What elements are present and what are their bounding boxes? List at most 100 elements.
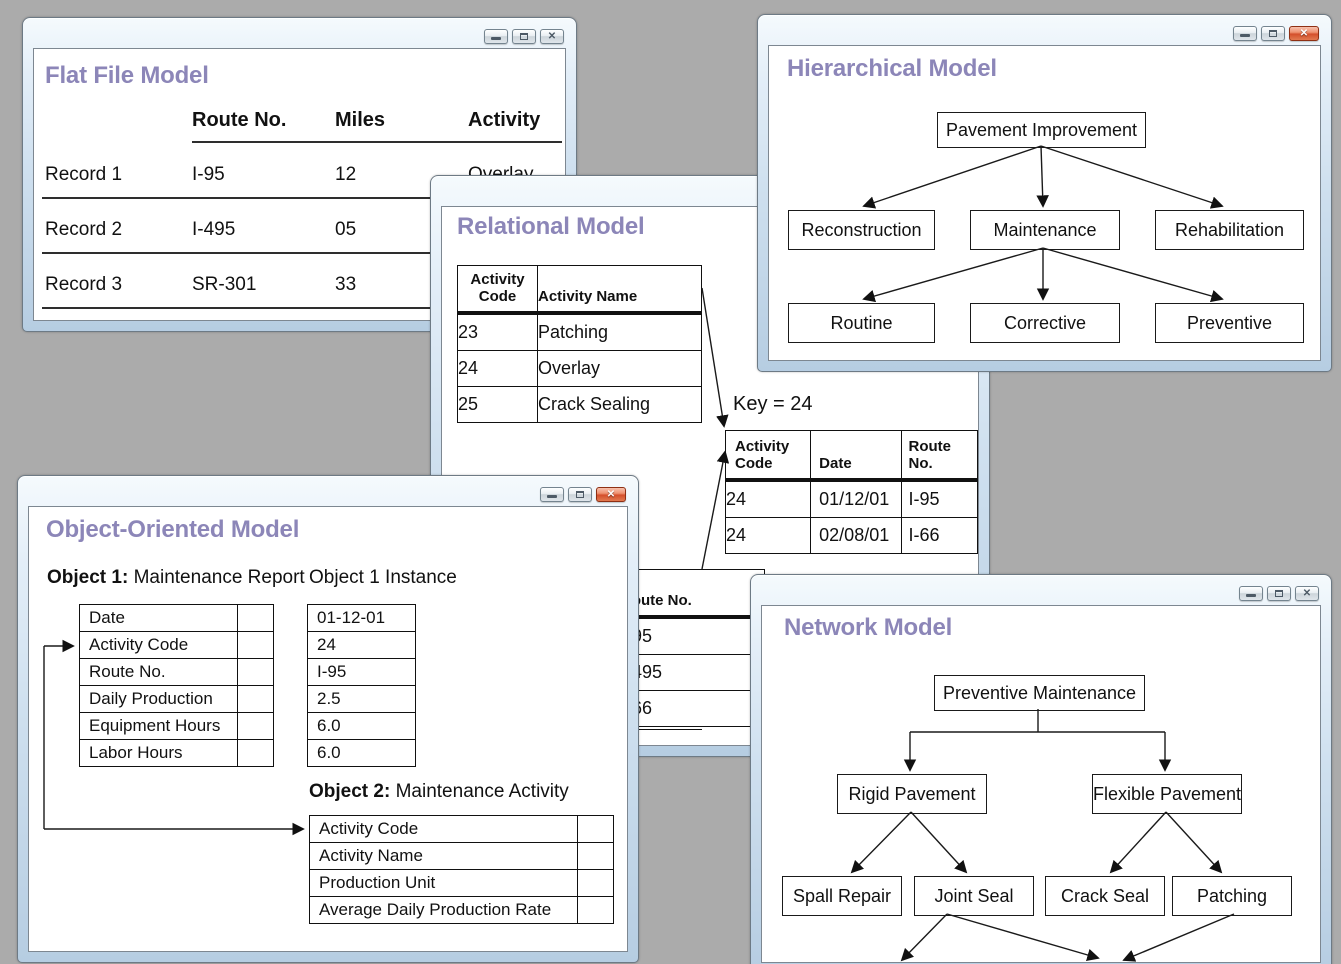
route-cell: SR-301 (192, 274, 257, 295)
instance-cell: 24 (307, 631, 416, 659)
network-window: ✕ Network Model Preventive Maintenance R… (750, 574, 1332, 964)
object2-table: Activity Code Activity Name Production U… (309, 815, 614, 924)
diagram-node: Crack Seal (1045, 876, 1165, 916)
object2-heading-name: Maintenance Activity (395, 781, 569, 802)
diagram-node: Patching (1172, 876, 1292, 916)
table-row: Activity Code (79, 631, 274, 659)
value-cell (237, 739, 274, 767)
page-title: Hierarchical Model (787, 55, 997, 82)
activity-table: Activity Code Activity Name 23 Patching … (457, 265, 702, 423)
object1-heading-name: Maintenance Report (133, 567, 305, 588)
close-icon: ✕ (606, 489, 616, 500)
object-oriented-content: Object-Oriented Model Object 1: Maintena… (28, 506, 628, 952)
maximize-button[interactable] (1261, 26, 1285, 41)
close-icon: ✕ (1299, 28, 1309, 39)
minimize-button[interactable] (1233, 26, 1257, 41)
diagram-node-root: Pavement Improvement (937, 112, 1146, 148)
column-header-miles: Miles (335, 109, 386, 131)
window-controls: ✕ (1239, 586, 1319, 601)
instance-cell: I-95 (307, 658, 416, 686)
table-row: Route No. (79, 658, 274, 686)
miles-cell: 12 (335, 164, 357, 185)
close-button[interactable]: ✕ (1295, 586, 1319, 601)
maximize-icon (1269, 30, 1277, 37)
table-row: Average Daily Production Rate (309, 896, 614, 924)
close-button[interactable]: ✕ (596, 487, 626, 502)
row-rule (42, 197, 564, 199)
column-header-route: Route No. (192, 109, 287, 131)
object-oriented-titlebar[interactable]: ✕ (18, 476, 638, 506)
field-cell: Activity Code (79, 631, 238, 659)
field-cell: Production Unit (309, 869, 578, 897)
object1-instance-table: 01-12-01 24 I-95 2.5 6.0 6.0 (307, 604, 416, 767)
minimize-button[interactable] (540, 487, 564, 502)
maximize-button[interactable] (512, 29, 536, 44)
diagram-node: Maintenance (970, 210, 1120, 250)
object1-heading-bold: Object 1: (47, 567, 129, 588)
value-cell (577, 815, 614, 843)
route-cell: I-95 (192, 164, 225, 185)
table-row: 23 Patching (457, 312, 702, 351)
window-controls: ✕ (540, 487, 626, 502)
flat-file-titlebar[interactable]: ✕ (23, 18, 576, 48)
minimize-button[interactable] (484, 29, 508, 44)
instance-cell: 6.0 (307, 739, 416, 767)
hierarchical-content: Hierarchical Model Pavement Improvement … (768, 45, 1321, 361)
header-rule (192, 141, 562, 143)
hierarchical-titlebar[interactable]: ✕ (758, 15, 1331, 45)
window-controls: ✕ (1233, 26, 1319, 41)
value-cell (577, 869, 614, 897)
col-header: Activity Name (537, 265, 702, 315)
object-oriented-window: ✕ Object-Oriented Model Object 1: Mainte… (17, 475, 639, 963)
diagram-node: Spall Repair (782, 876, 902, 916)
close-button[interactable]: ✕ (540, 29, 564, 44)
row-rule (42, 307, 564, 309)
close-button[interactable]: ✕ (1289, 26, 1319, 41)
table-row: 25 Crack Sealing (457, 386, 702, 423)
table-row: 24 Overlay (457, 350, 702, 387)
name-cell: Crack Sealing (537, 386, 702, 423)
maximize-icon (576, 491, 584, 498)
value-cell (237, 712, 274, 740)
diagram-node-root: Preventive Maintenance (934, 675, 1145, 711)
record-table: Activity Code Date Route No. 24 01/12/01… (724, 430, 978, 554)
field-cell: Daily Production (79, 685, 238, 713)
diagram-node: Routine (788, 303, 935, 343)
miles-cell: 33 (335, 274, 357, 295)
table-row: 01-12-01 (307, 604, 416, 632)
maximize-button[interactable] (1267, 586, 1291, 601)
miles-cell: 05 (335, 219, 357, 240)
network-content: Network Model Preventive Maintenance Rig… (761, 605, 1321, 963)
maximize-button[interactable] (568, 487, 592, 502)
col-header: Date (810, 430, 903, 482)
close-icon: ✕ (547, 31, 557, 42)
instance-cell: 01-12-01 (307, 604, 416, 632)
code-cell: 24 (457, 350, 538, 387)
page-title: Object-Oriented Model (46, 516, 300, 543)
close-icon: ✕ (1302, 588, 1312, 599)
field-cell: Route No. (79, 658, 238, 686)
diagram-node: Preventive (1155, 303, 1304, 343)
diagram-node: Flexible Pavement (1092, 774, 1242, 814)
hierarchical-window: ✕ Hierarchical Model Pavement Improvemen… (757, 14, 1332, 372)
value-cell (237, 631, 274, 659)
minimize-button[interactable] (1239, 586, 1263, 601)
table-row: Labor Hours (79, 739, 274, 767)
minimize-icon (1240, 34, 1250, 37)
code-cell: 25 (457, 386, 538, 423)
page-title: Relational Model (457, 213, 645, 240)
table-row: 6.0 (307, 739, 416, 767)
date-cell: 01/12/01 (810, 479, 903, 518)
table-row: 24 (307, 631, 416, 659)
window-controls: ✕ (484, 29, 564, 44)
instance-cell: 2.5 (307, 685, 416, 713)
col-header: Activity Code (724, 430, 812, 482)
name-cell: Patching (537, 312, 702, 351)
col-header: Activity Code (457, 265, 538, 315)
network-titlebar[interactable]: ✕ (751, 575, 1331, 605)
value-cell (577, 896, 614, 924)
key-label: Key = 24 (733, 393, 813, 415)
row-rule (42, 252, 564, 254)
table-row: Activity Name (309, 842, 614, 870)
field-cell: Labor Hours (79, 739, 238, 767)
